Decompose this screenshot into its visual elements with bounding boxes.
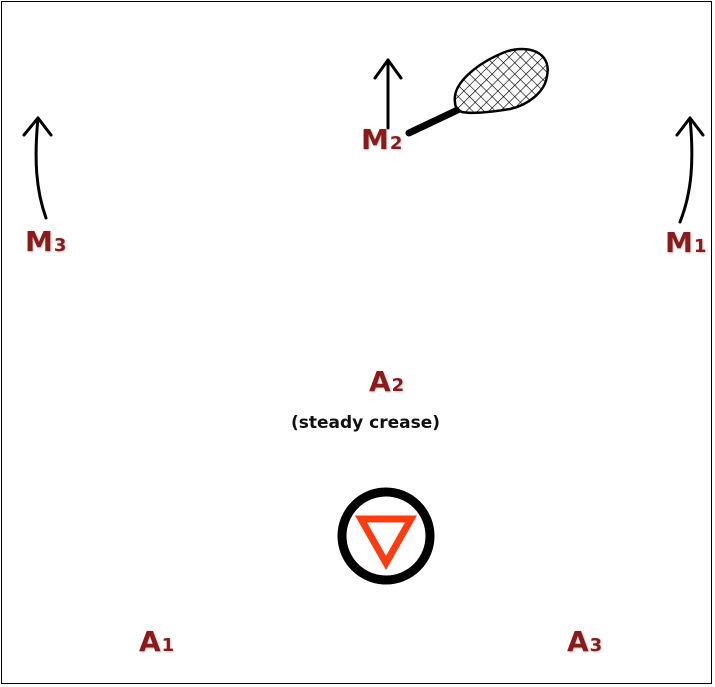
player-m2-label: M2	[361, 123, 403, 156]
player-a1-label: A1	[139, 625, 175, 658]
m2-movement-arrow-icon	[373, 58, 403, 130]
m1-movement-arrow-icon	[675, 116, 705, 224]
player-m1-label: M1	[665, 226, 707, 259]
player-m3-label: M3	[25, 225, 67, 258]
m3-movement-arrow-icon	[22, 116, 53, 220]
goal-crease-icon	[337, 487, 435, 585]
lacrosse-stick-icon	[405, 47, 549, 137]
player-a2-label: A2	[369, 365, 405, 398]
player-a3-label: A3	[567, 625, 603, 658]
a2-role-note: (steady crease)	[291, 413, 441, 433]
